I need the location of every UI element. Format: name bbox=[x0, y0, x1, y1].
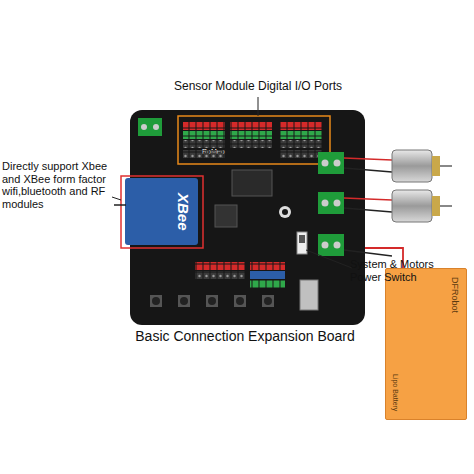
controller-board: RoMeoXBee bbox=[130, 110, 365, 325]
callout-text: Sensor Module Digital I/O Ports bbox=[140, 80, 376, 94]
callout-text: Directly support Xbee and XBee form fact… bbox=[2, 160, 114, 211]
caption: Basic Connection Expansion Board bbox=[80, 328, 410, 344]
lipo-battery: DFRobotLipo Battery bbox=[385, 268, 467, 420]
node-text: XBee bbox=[175, 193, 192, 231]
node-text: Lipo Battery bbox=[392, 374, 399, 411]
node-text: DFRobot bbox=[450, 277, 460, 411]
node-text: RoMeo bbox=[202, 148, 225, 155]
callout-text: System & Motors Power Switch bbox=[350, 258, 455, 283]
xbee-module: XBee bbox=[125, 178, 198, 245]
